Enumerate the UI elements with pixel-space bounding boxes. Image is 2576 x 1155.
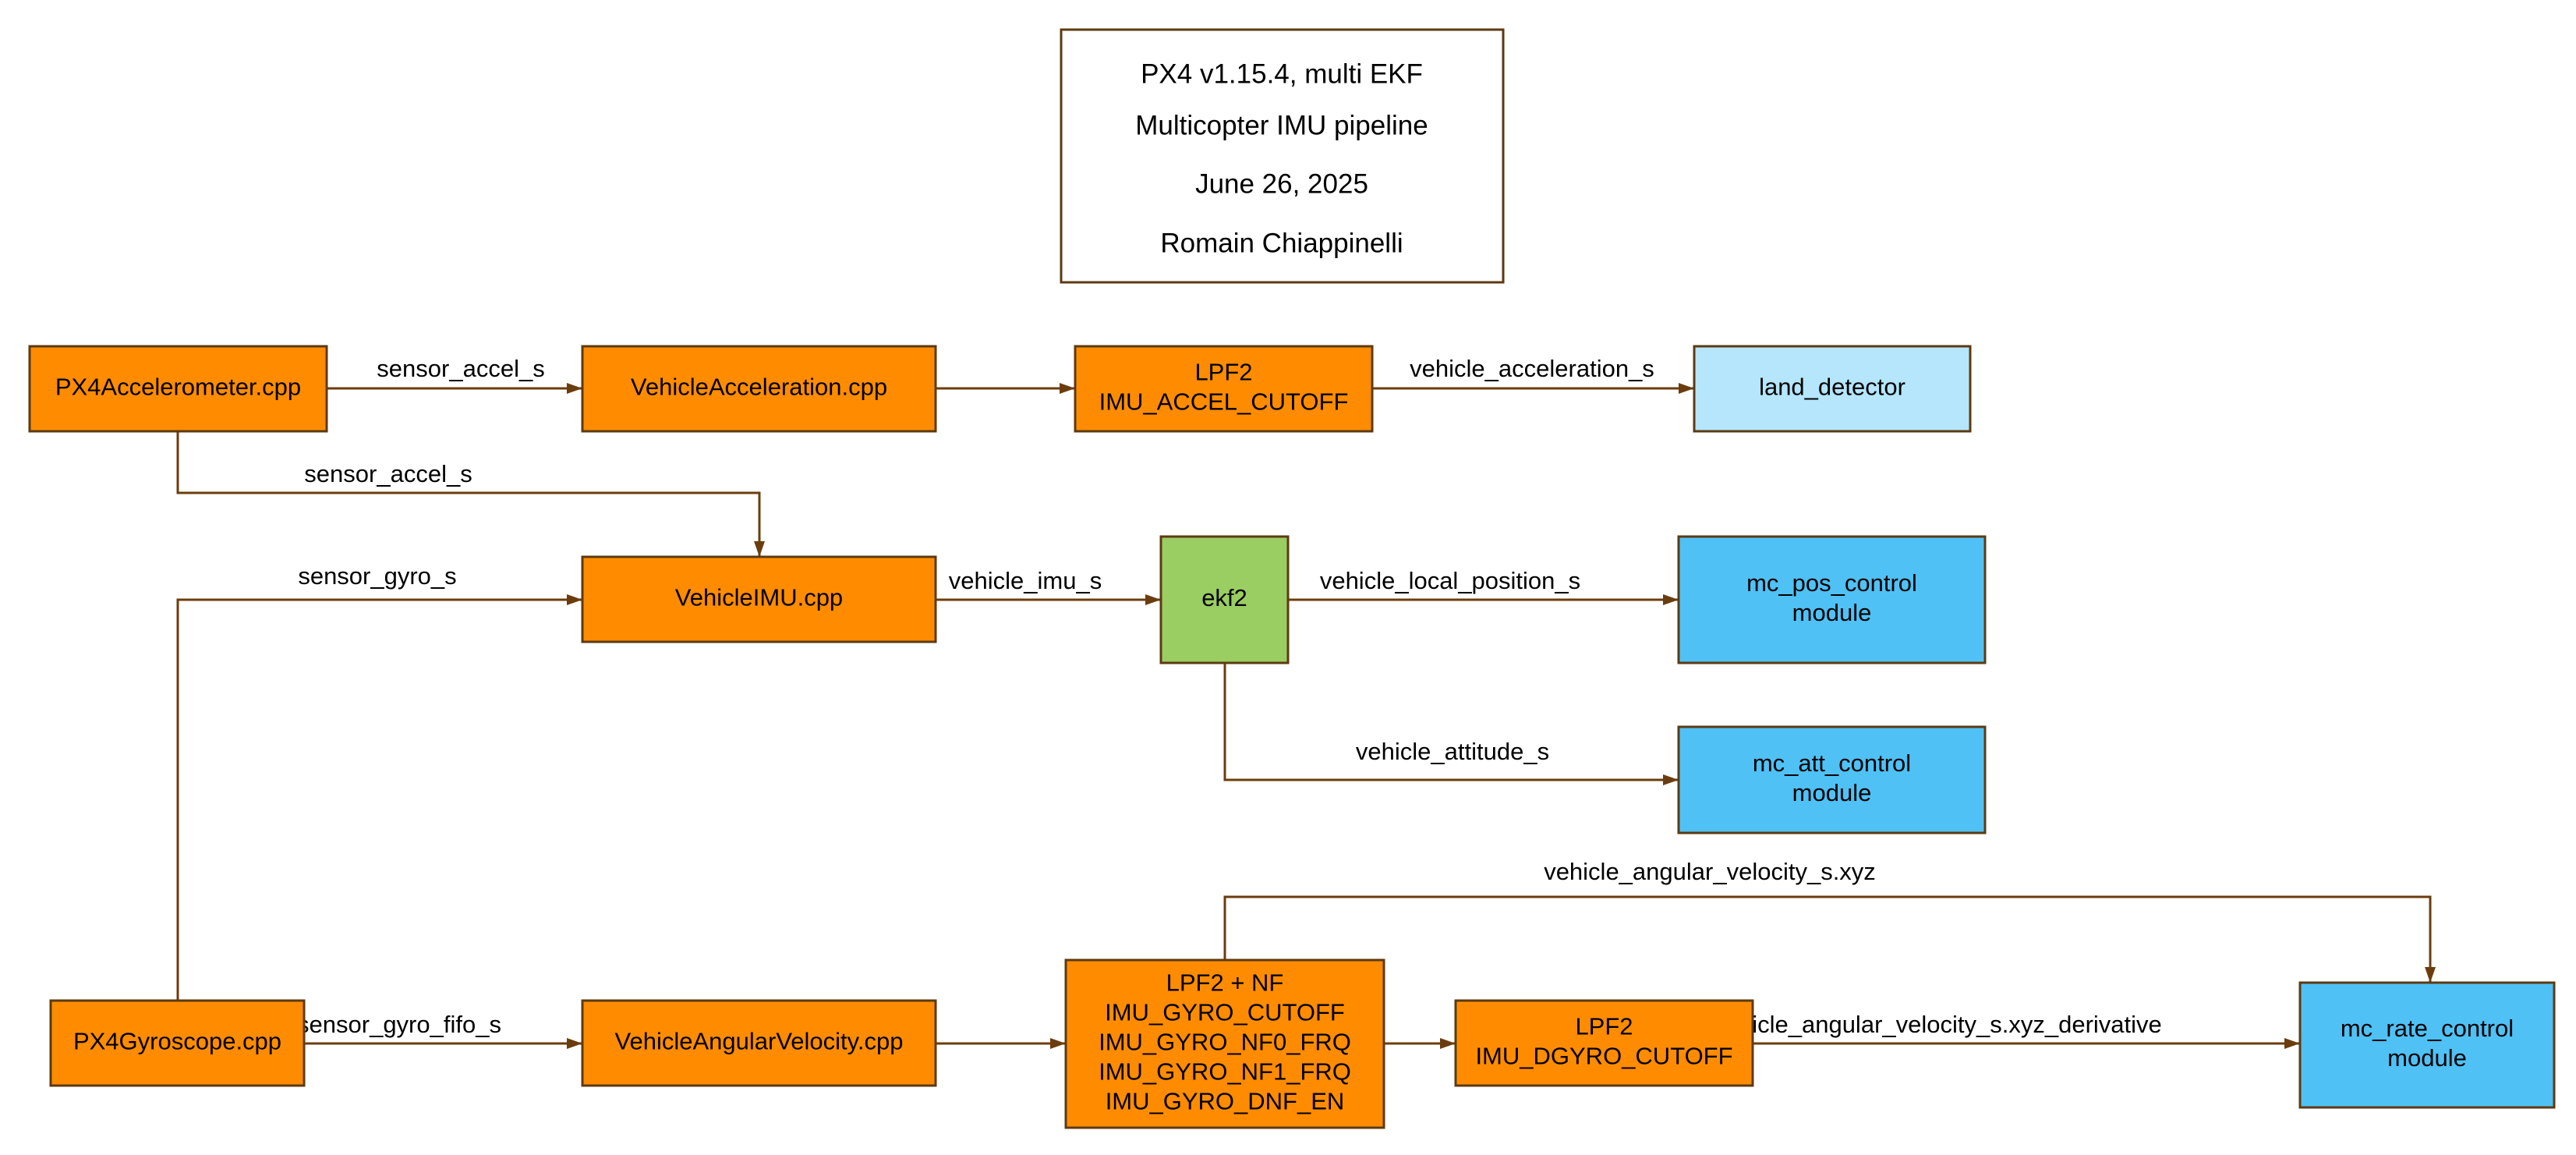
node-label: VehicleAcceleration.cpp	[631, 374, 887, 401]
node-label: LPF2	[1194, 359, 1252, 386]
edge-label: vehicle_angular_velocity_s.xyz_derivativ…	[1713, 1011, 2162, 1038]
node-label: IMU_GYRO_CUTOFF	[1105, 999, 1345, 1026]
title-line: June 26, 2025	[1195, 168, 1368, 199]
node-label: mc_rate_control	[2341, 1015, 2514, 1042]
node-label: land_detector	[1759, 374, 1905, 401]
title-box: PX4 v1.15.4, multi EKF Multicopter IMU p…	[1060, 28, 1505, 284]
node-vehicle-imu: VehicleIMU.cpp	[581, 555, 937, 643]
node-box	[581, 999, 937, 1087]
node-land-detector: land_detector	[1693, 345, 1972, 433]
node-box	[1677, 725, 1987, 834]
node-label: LPF2	[1575, 1013, 1633, 1040]
node-box	[1074, 345, 1374, 433]
edge-label: sensor_accel_s	[304, 460, 472, 487]
node-vehicle-angvel: VehicleAngularVelocity.cpp	[581, 999, 937, 1087]
edge-label: vehicle_local_position_s	[1320, 567, 1580, 594]
node-label: IMU_DGYRO_CUTOFF	[1475, 1043, 1732, 1070]
node-box	[1693, 345, 1972, 433]
title-line: PX4 v1.15.4, multi EKF	[1141, 58, 1423, 89]
node-label: VehicleIMU.cpp	[675, 584, 843, 611]
nodes-layer: PX4Accelerometer.cpp VehicleAcceleration.…	[28, 345, 2556, 1129]
node-label: PX4Accelerometer.cpp	[55, 374, 301, 401]
node-px4-accel: PX4Accelerometer.cpp	[28, 345, 328, 433]
edge-arrow-e-accel-to-imu	[176, 431, 765, 557]
title-line: Romain Chiappinelli	[1160, 228, 1403, 258]
edge-label: vehicle_angular_velocity_s.xyz	[1544, 858, 1876, 885]
node-label: LPF2 + NF	[1166, 969, 1284, 997]
node-px4-gyro: PX4Gyroscope.cpp	[49, 999, 306, 1087]
node-label: module	[2387, 1044, 2467, 1072]
node-label: mc_pos_control	[1746, 569, 1917, 597]
node-box	[1454, 999, 1754, 1087]
edge-label: vehicle_attitude_s	[1356, 738, 1549, 765]
node-label: module	[1792, 599, 1872, 626]
node-label: IMU_GYRO_NF1_FRQ	[1099, 1058, 1351, 1086]
edge-arrow-e-ekf2-to-att	[1223, 663, 1679, 785]
node-label: PX4Gyroscope.cpp	[73, 1028, 281, 1055]
edge-label: sensor_accel_s	[377, 355, 544, 382]
node-label: VehicleAngularVelocity.cpp	[615, 1028, 904, 1055]
node-label: IMU_GYRO_NF0_FRQ	[1099, 1029, 1351, 1056]
edge-arrow-e-gyro-to-imu	[176, 594, 582, 1001]
edge-label: vehicle_acceleration_s	[1410, 355, 1654, 382]
node-box	[1159, 535, 1290, 664]
node-box	[581, 345, 937, 433]
edge-label: sensor_gyro_s	[298, 562, 456, 590]
edge-label: sensor_gyro_fifo_s	[297, 1011, 501, 1038]
node-box	[1064, 958, 1385, 1129]
node-label: mc_att_control	[1753, 749, 1911, 777]
node-box	[1677, 535, 1987, 664]
edges-layer	[176, 383, 2436, 1049]
node-box	[49, 999, 306, 1087]
node-box	[581, 555, 937, 643]
node-box	[28, 345, 328, 433]
edge-label: vehicle_imu_s	[949, 567, 1102, 594]
node-ekf2: ekf2	[1159, 535, 1290, 664]
node-label: module	[1792, 779, 1872, 806]
node-label: IMU_GYRO_DNF_EN	[1106, 1088, 1345, 1115]
title-line: Multicopter IMU pipeline	[1135, 110, 1428, 140]
node-label: IMU_ACCEL_CUTOFF	[1099, 388, 1349, 416]
node-label: ekf2	[1201, 584, 1247, 611]
node-vehicle-accel: VehicleAcceleration.cpp	[581, 345, 937, 433]
edge-arrow-e-nf-to-rate	[1223, 895, 2436, 983]
node-box	[2298, 981, 2556, 1109]
